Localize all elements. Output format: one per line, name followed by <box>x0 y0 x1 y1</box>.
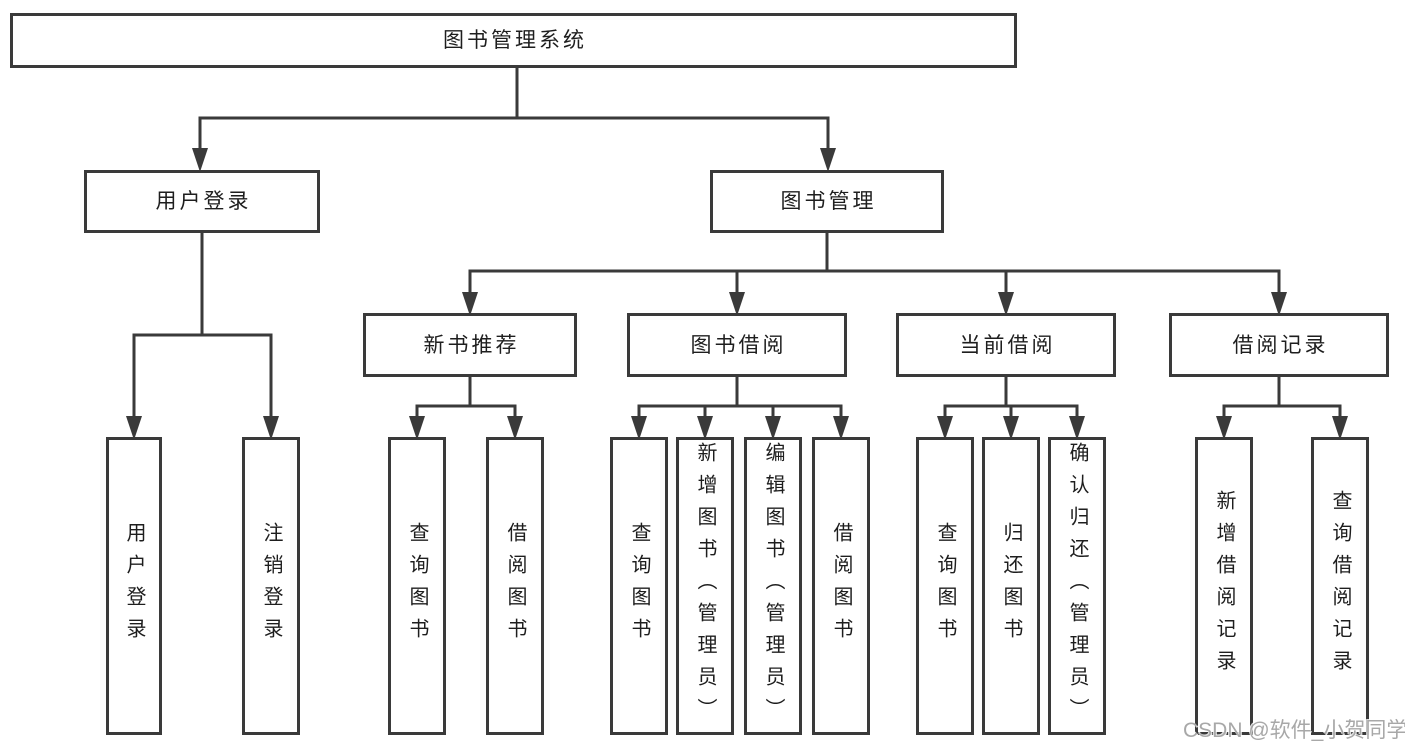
leaf-query-borrow-record: 查询借阅记录 <box>1311 437 1369 735</box>
leaf-edit-books-admin-label: 编辑图书（管理员） <box>762 442 784 730</box>
node-root-library-management-system: 图书管理系统 <box>10 13 1017 68</box>
leaf-query-books-borrowing: 查询图书 <box>610 437 668 735</box>
leaf-query-books-current: 查询图书 <box>916 437 974 735</box>
node-root-label: 图书管理系统 <box>443 29 587 52</box>
leaf-logout: 注销登录 <box>242 437 300 735</box>
leaf-borrow-books-borrowing-label: 借阅图书 <box>830 522 852 650</box>
leaf-add-borrow-record-label: 新增借阅记录 <box>1213 490 1235 682</box>
leaf-logout-label: 注销登录 <box>260 522 282 650</box>
node-new-book-recommendation-label: 新书推荐 <box>423 333 520 357</box>
leaf-query-borrow-record-label: 查询借阅记录 <box>1329 490 1351 682</box>
leaf-borrow-books-recommendation-label: 借阅图书 <box>504 522 526 650</box>
leaf-query-books-recommendation: 查询图书 <box>388 437 446 735</box>
node-user-login-branch: 用户登录 <box>84 170 320 233</box>
leaf-borrow-books-recommendation: 借阅图书 <box>486 437 544 735</box>
leaf-add-borrow-record: 新增借阅记录 <box>1195 437 1253 735</box>
node-user-login-branch-label: 用户登录 <box>155 190 252 213</box>
leaf-user-login: 用户登录 <box>106 437 162 735</box>
leaf-return-books: 归还图书 <box>982 437 1040 735</box>
leaf-confirm-return-admin: 确认归还（管理员） <box>1048 437 1106 735</box>
node-book-management-branch-label: 图书管理 <box>780 190 877 213</box>
csdn-watermark: CSDN @软件_小贺同学 <box>1183 719 1405 742</box>
leaf-user-login-label: 用户登录 <box>123 522 145 650</box>
leaf-add-books-admin: 新增图书（管理员） <box>676 437 734 735</box>
node-book-management-branch: 图书管理 <box>710 170 944 233</box>
leaf-return-books-label: 归还图书 <box>1000 522 1022 650</box>
node-borrowing-records-label: 借阅记录 <box>1232 333 1329 357</box>
leaf-add-books-admin-label: 新增图书（管理员） <box>694 442 716 730</box>
node-current-borrowing-label: 当前借阅 <box>959 333 1056 357</box>
node-borrowing-records: 借阅记录 <box>1169 313 1389 377</box>
node-book-borrowing: 图书借阅 <box>627 313 847 377</box>
leaf-edit-books-admin: 编辑图书（管理员） <box>744 437 802 735</box>
node-current-borrowing: 当前借阅 <box>896 313 1116 377</box>
node-new-book-recommendation: 新书推荐 <box>363 313 577 377</box>
leaf-borrow-books-borrowing: 借阅图书 <box>812 437 870 735</box>
leaf-query-books-current-label: 查询图书 <box>934 522 956 650</box>
leaf-confirm-return-admin-label: 确认归还（管理员） <box>1066 442 1088 730</box>
leaf-query-books-borrowing-label: 查询图书 <box>628 522 650 650</box>
leaf-query-books-recommendation-label: 查询图书 <box>406 522 428 650</box>
node-book-borrowing-label: 图书借阅 <box>690 333 787 357</box>
